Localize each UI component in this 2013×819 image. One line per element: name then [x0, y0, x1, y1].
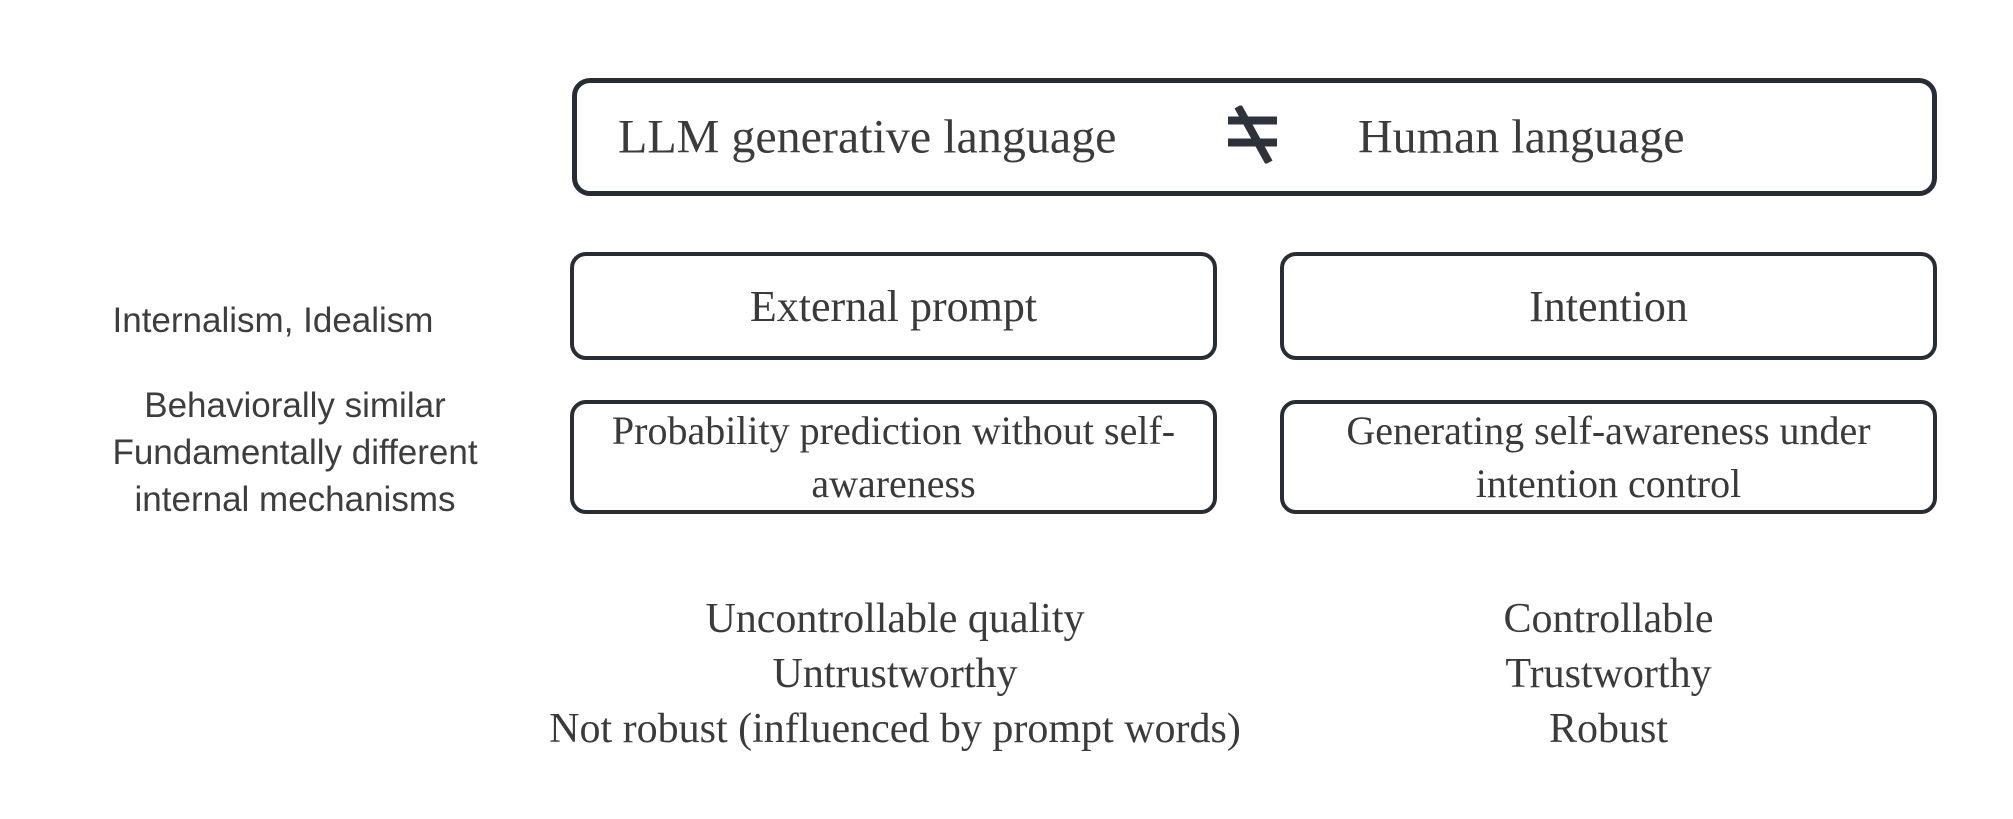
llm-driver-label: External prompt	[749, 281, 1038, 331]
annotation-mechanism-line-1: Behaviorally similar	[144, 386, 446, 425]
human-property-2: Trustworthy	[1505, 651, 1712, 697]
llm-property-3: Not robust (influenced by prompt words)	[549, 706, 1241, 752]
annotation-philosophy-text: Internalism, Idealism	[112, 301, 434, 340]
llm-process-line-2: awareness	[811, 461, 976, 506]
human-driver-box: Intention	[1280, 252, 1937, 360]
human-process-line-1: Generating self-awareness under	[1346, 408, 1871, 453]
human-process-box: Generating self-awareness under intentio…	[1280, 400, 1937, 514]
llm-process-box: Probability prediction without self- awa…	[570, 400, 1217, 514]
header-box: LLM generative language Human language	[572, 78, 1937, 196]
llm-property-2: Untrustworthy	[772, 651, 1018, 697]
annotation-mechanism: Behaviorally similar Fundamentally diffe…	[55, 382, 535, 523]
llm-process-line-1: Probability prediction without self-	[611, 408, 1176, 453]
header-left-label: LLM generative language	[618, 110, 1117, 164]
human-driver-label: Intention	[1529, 281, 1688, 331]
llm-properties-list: Uncontrollable quality Untrustworthy Not…	[545, 592, 1245, 757]
llm-driver-box: External prompt	[570, 252, 1217, 360]
human-properties-list: Controllable Trustworthy Robust	[1280, 592, 1937, 757]
human-process-line-2: intention control	[1475, 461, 1742, 506]
not-equal-icon	[1228, 104, 1278, 169]
annotation-mechanism-line-2: Fundamentally different	[112, 433, 478, 472]
human-property-1: Controllable	[1503, 596, 1714, 642]
annotation-mechanism-line-3: internal mechanisms	[134, 480, 456, 519]
annotation-philosophy: Internalism, Idealism	[73, 297, 473, 344]
llm-property-1: Uncontrollable quality	[705, 596, 1085, 642]
header-right-label: Human language	[1358, 110, 1685, 164]
human-property-3: Robust	[1548, 706, 1669, 752]
